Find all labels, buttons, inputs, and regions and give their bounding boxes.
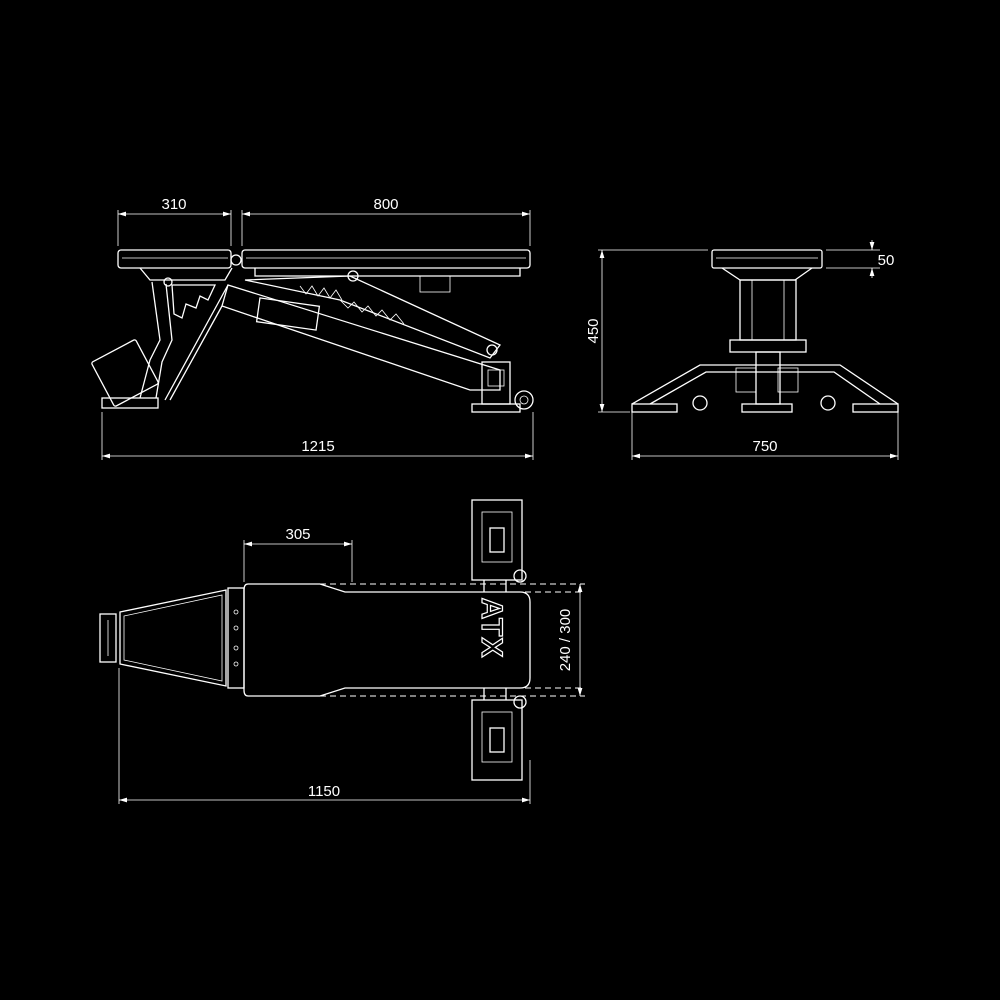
dim-seat-length: 800 — [373, 196, 398, 213]
dim-pad-width: 240 / 300 — [557, 609, 574, 672]
side-view: 310 800 1215 — [91, 196, 534, 460]
dim-base-width: 750 — [752, 438, 777, 455]
atx-logo: ATX — [475, 598, 508, 659]
front-view: 450 50 750 — [585, 240, 899, 460]
dim-height: 450 — [585, 318, 602, 343]
top-view: ATX 305 240 / 300 1150 — [99, 499, 585, 804]
dim-total-length-side: 1215 — [301, 438, 334, 455]
dim-backrest-length: 310 — [161, 196, 186, 213]
dim-pad-thickness: 50 — [878, 252, 895, 269]
dim-seat-offset: 305 — [285, 526, 310, 543]
dim-total-length-top: 1150 — [308, 783, 340, 800]
